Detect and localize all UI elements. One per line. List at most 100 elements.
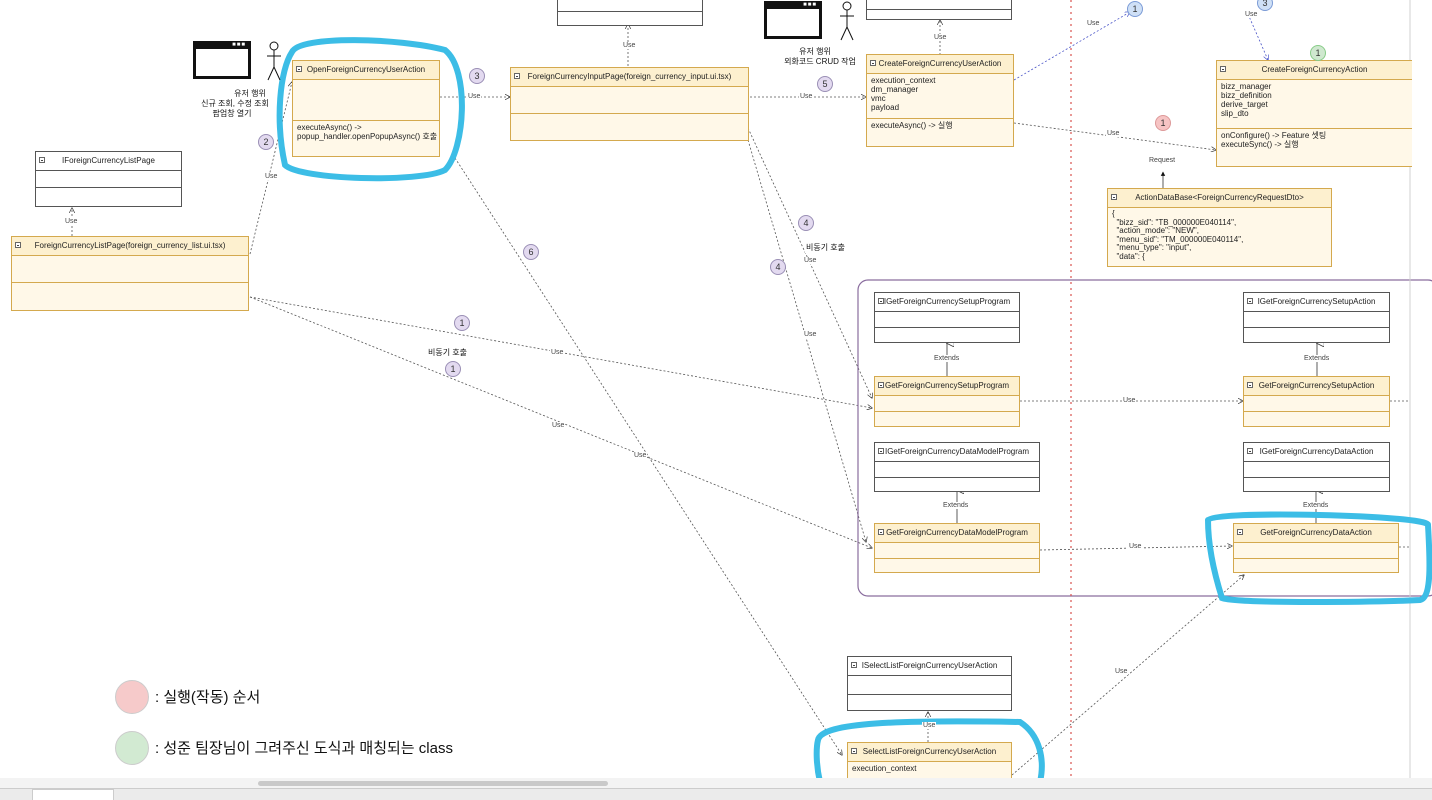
use-label: Use (1106, 130, 1121, 137)
use-label: Use (551, 422, 566, 429)
class-get-data-action[interactable]: GetForeignCurrencyDataAction (1233, 523, 1399, 573)
class-iget-data-action[interactable]: IGetForeignCurrencyDataAction (1243, 442, 1390, 492)
class-ilist-page[interactable]: IForeignCurrencyListPage (35, 151, 182, 207)
use-label: Use (1244, 11, 1259, 18)
edge-listpage-to-setup (249, 296, 872, 408)
class-name: GetForeignCurrencySetupAction (1258, 381, 1375, 390)
class-get-dm-program[interactable]: GetForeignCurrencyDataModelProgram (874, 523, 1040, 573)
class-body: { "bizz_sid": "TB_000000E040114", "actio… (1112, 209, 1244, 261)
edge-create-to-top-right (1013, 12, 1130, 81)
scrollbar-thumb[interactable] (258, 781, 608, 786)
class-name: IForeignCurrencyListPage (62, 156, 155, 165)
use-label: Use (1122, 397, 1137, 404)
class-input-page[interactable]: ForeignCurrencyInputPage(foreign_currenc… (510, 67, 749, 141)
legend-match-text: : 성준 팀장님이 그려주신 도식과 매칭되는 class (155, 740, 453, 757)
class-name: IGetForeignCurrencyDataModelProgram (884, 447, 1030, 456)
highlight-get-data-action (1205, 511, 1432, 605)
legend-green-circle-icon (115, 731, 149, 765)
class-iselect-list[interactable]: ISelectListForeignCurrencyUserAction (847, 656, 1012, 711)
step-badge: 4 (770, 259, 786, 275)
use-label: Use (264, 173, 279, 180)
use-label: Use (1128, 543, 1143, 550)
class-name: IGetForeignCurrencySetupProgram (883, 297, 1011, 306)
class-fields: execution_context (852, 764, 917, 773)
user-actor-icon-1 (267, 41, 281, 81)
class-name: ForeignCurrencyInputPage(foreign_currenc… (527, 72, 732, 81)
use-label: Use (799, 93, 814, 100)
use-label: Use (922, 722, 937, 729)
async-call-label: 비동기 호출 (805, 242, 847, 253)
class-methods: onConfigure() -> Feature 셋팅 executeSync(… (1221, 131, 1327, 149)
use-label: Use (1114, 668, 1129, 675)
extends-label: Extends (1303, 355, 1331, 362)
use-label: Use (64, 218, 79, 225)
legend-red-circle-icon (115, 680, 149, 714)
edge-select-to-data (1011, 575, 1244, 776)
step-badge: 1 (445, 361, 461, 377)
top-input-interface-box[interactable] (557, 0, 703, 26)
class-create-user-action[interactable]: CreateForeignCurrencyUserAction executio… (866, 54, 1014, 147)
class-select-list[interactable]: SelectListForeignCurrencyUserAction exec… (847, 742, 1012, 778)
match-badge-green: 1 (1310, 45, 1326, 61)
actor2-caption-2: 외화코드 CRUD 작업 (784, 57, 856, 66)
sheet-tab-bar (0, 788, 1432, 800)
class-iget-setup-program[interactable]: IGetForeignCurrencySetupProgram (874, 292, 1020, 343)
highlight-select-list (813, 718, 1045, 785)
use-label: Use (1086, 20, 1101, 27)
sheet-tab[interactable] (32, 789, 114, 800)
class-name: OpenForeignCurrencyUserAction (306, 65, 426, 74)
extends-label: Extends (1302, 502, 1330, 509)
class-name: IGetForeignCurrencySetupAction (1257, 297, 1376, 306)
class-name: ActionDataBase<ForeignCurrencyRequestDto… (1135, 193, 1304, 202)
use-label: Use (622, 42, 637, 49)
class-iget-dm-program[interactable]: IGetForeignCurrencyDataModelProgram (874, 442, 1040, 492)
step-badge-blue: 1 (1127, 1, 1143, 17)
async-call-label: 비동기 호출 (427, 347, 469, 358)
class-fields: bizz_manager bizz_definition derive_targ… (1217, 80, 1412, 129)
class-name: GetForeignCurrencySetupProgram (884, 381, 1010, 390)
class-iget-setup-action[interactable]: IGetForeignCurrencySetupAction (1243, 292, 1390, 343)
monitor-icon-2: ■■■ (764, 1, 822, 39)
class-open-user-action[interactable]: OpenForeignCurrencyUserAction executeAsy… (292, 60, 440, 157)
legend-order-text: : 실행(작동) 순서 (155, 689, 261, 706)
class-action-data-base[interactable]: ActionDataBase<ForeignCurrencyRequestDto… (1107, 188, 1332, 267)
use-label: Use (933, 34, 948, 41)
use-label: Use (633, 452, 648, 459)
class-create-action[interactable]: CreateForeignCurrencyAction bizz_manager… (1216, 60, 1412, 167)
use-label: Use (803, 331, 818, 338)
step-badge: 1 (454, 315, 470, 331)
use-label: Use (803, 257, 818, 264)
step-badge: 3 (469, 68, 485, 84)
class-name: CreateForeignCurrencyUserAction (878, 59, 1002, 68)
class-name: GetForeignCurrencyDataModelProgram (886, 528, 1028, 537)
class-methods: executeAsync() -> popup_handler.openPopu… (297, 123, 438, 141)
user-actor-icon-2 (840, 1, 854, 41)
highlight-open-action (276, 37, 465, 182)
edge-open-to-select (454, 157, 842, 755)
actor1-caption-3: 팝업창 열기 (212, 109, 252, 118)
horizontal-scrollbar[interactable] (0, 778, 1432, 788)
class-name: IGetForeignCurrencyDataAction (1259, 447, 1374, 456)
extends-label: Extends (933, 355, 961, 362)
use-label: Use (467, 93, 482, 100)
edge-listpage-to-open (249, 82, 292, 255)
step-badge: 6 (523, 244, 539, 260)
use-label: Use (550, 349, 565, 356)
step-badge: 5 (817, 76, 833, 92)
backend-group-frame (857, 279, 1432, 597)
class-get-setup-program[interactable]: GetForeignCurrencySetupProgram (874, 376, 1020, 427)
actor1-caption-1: 유저 행위 (234, 89, 266, 98)
class-get-setup-action[interactable]: GetForeignCurrencySetupAction (1243, 376, 1390, 427)
step-badge-blue: 3 (1257, 0, 1273, 11)
step-badge-red: 1 (1155, 115, 1171, 131)
top-create-interface-box[interactable] (866, 0, 1012, 20)
edge-input-to-dm (747, 139, 866, 542)
class-list-page[interactable]: ForeignCurrencyListPage(foreign_currency… (11, 236, 249, 311)
edge-top-to-createaction (1247, 13, 1268, 60)
class-name: CreateForeignCurrencyAction (1261, 65, 1368, 74)
step-badge: 4 (798, 215, 814, 231)
step-badge: 2 (258, 134, 274, 150)
class-name: GetForeignCurrencyDataAction (1260, 528, 1372, 537)
class-fields: execution_context dm_manager vmc payload (867, 74, 1013, 119)
